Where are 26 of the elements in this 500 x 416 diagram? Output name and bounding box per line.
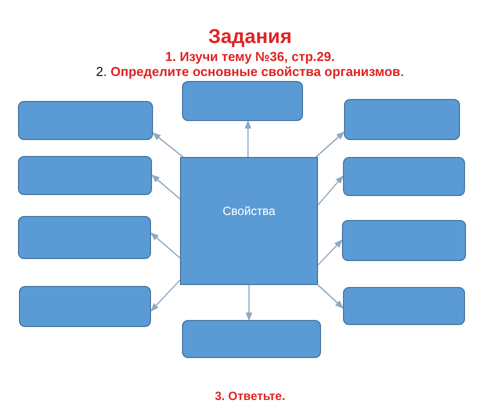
empty-box <box>18 101 153 140</box>
task-text: 1. Изучи тему №36, стр.29. <box>164 49 336 64</box>
empty-box <box>343 157 465 196</box>
empty-box <box>19 286 151 327</box>
empty-box <box>343 287 465 325</box>
arrow <box>318 175 344 206</box>
empty-box <box>18 156 152 195</box>
arrow <box>316 131 345 158</box>
box-label: Свойства <box>222 203 276 220</box>
arrow <box>244 120 252 157</box>
arrow <box>150 280 180 312</box>
empty-box <box>344 99 460 140</box>
empty-box <box>18 216 151 259</box>
arrow <box>152 132 184 158</box>
arrow <box>151 174 180 200</box>
task-text: 2. Определите основные свойства организмов. <box>95 64 405 79</box>
arrow <box>318 284 344 309</box>
arrow <box>318 239 343 266</box>
arrow <box>246 285 252 321</box>
empty-box <box>342 220 466 261</box>
empty-box <box>182 81 303 121</box>
concept-box <box>180 157 318 285</box>
task-text: 3. Ответьте. <box>214 389 286 403</box>
arrow <box>150 232 180 258</box>
empty-box <box>182 320 321 358</box>
title: Задания <box>207 26 293 48</box>
